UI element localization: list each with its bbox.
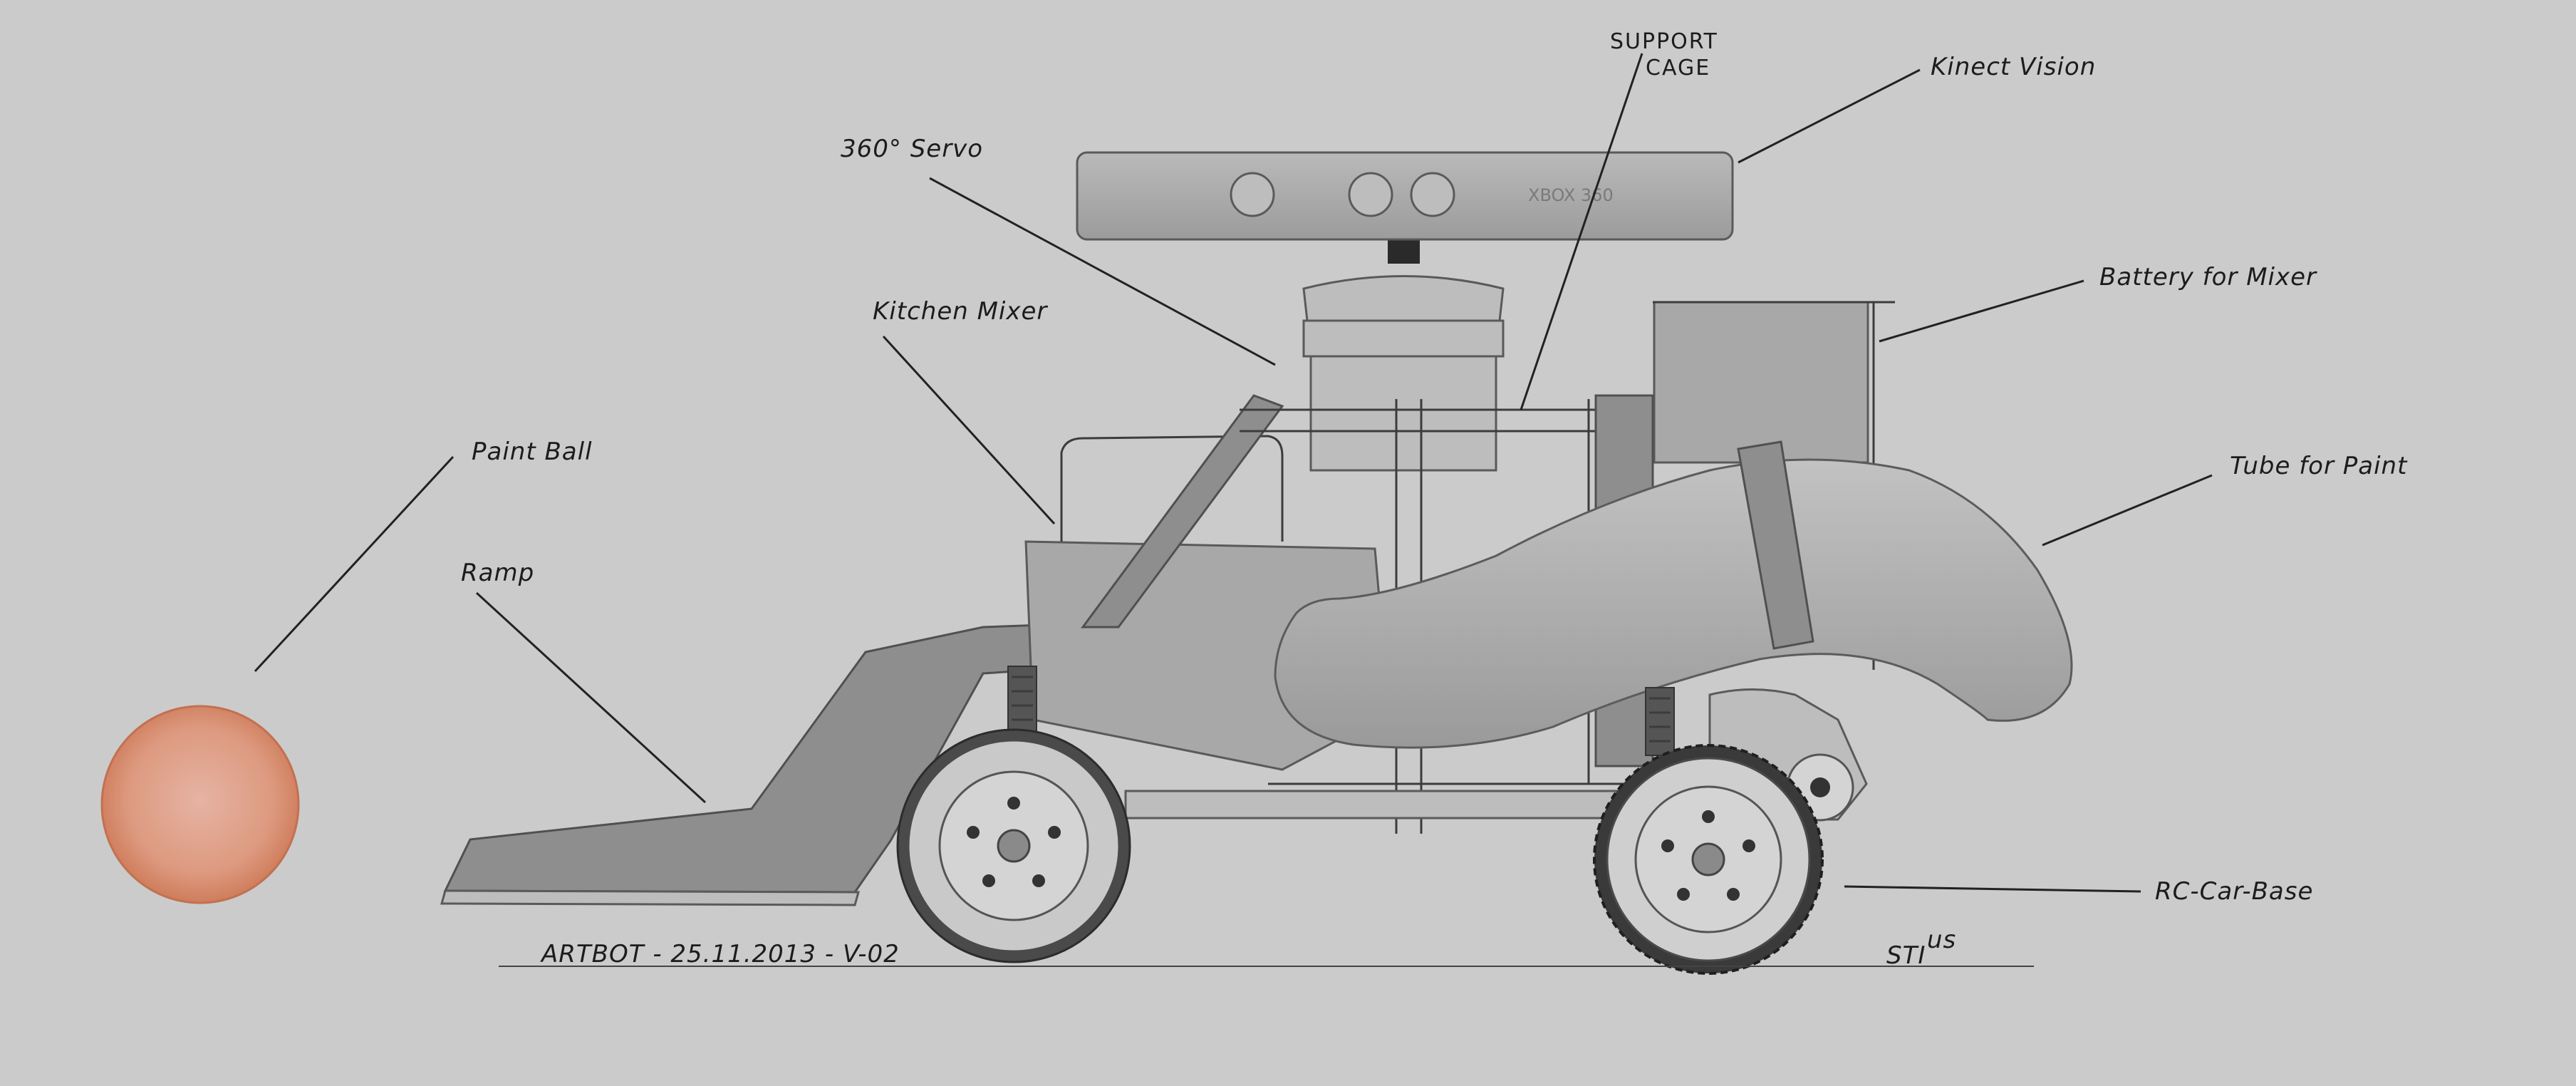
artist-signature-superscript: us	[1927, 926, 1956, 954]
artist-signature: STI	[1886, 941, 1926, 970]
tube-strap	[1737, 440, 1814, 650]
rear-wheel	[1593, 744, 1824, 975]
mixer-battery	[1653, 301, 1869, 464]
kinect-lens-center	[1348, 172, 1393, 217]
label-360-servo: 360° Servo	[841, 135, 983, 163]
label-rc-car-base: RC-Car-Base	[2155, 877, 2313, 906]
front-wheel	[896, 728, 1131, 963]
leader-battery	[1879, 279, 2084, 343]
label-tube-for-paint: Tube for Paint	[2230, 452, 2408, 480]
leader-kitchen-mixer	[882, 335, 1056, 525]
kinect-brand-text: XBOX 360	[1528, 185, 1614, 205]
leader-360-servo	[929, 177, 1276, 366]
label-support-cage-line1: SUPPORT	[1610, 29, 1718, 54]
mixer-handle	[1060, 435, 1284, 542]
leader-ramp	[475, 591, 707, 804]
label-ramp: Ramp	[461, 559, 534, 587]
servo-column	[1309, 355, 1497, 472]
kinect-lens-left	[1230, 172, 1275, 217]
kinect-lens-right	[1410, 172, 1455, 217]
front-frame	[1081, 394, 1284, 629]
leader-kinect-vision	[1738, 68, 1921, 164]
paint-ball	[100, 705, 300, 904]
label-battery-for-mixer: Battery for Mixer	[2099, 263, 2317, 291]
front-suspension	[1007, 666, 1037, 735]
label-paint-ball: Paint Ball	[472, 438, 593, 466]
kinect-sensor: XBOX 360	[1076, 151, 1734, 241]
footer-caption: ARTBOT - 25.11.2013 - V-02	[540, 940, 900, 968]
servo-mount	[1302, 275, 1505, 322]
leader-tube-for-paint	[2042, 474, 2213, 547]
leader-support-cage	[1520, 53, 1643, 410]
360-servo	[1302, 319, 1505, 358]
paint-tube	[1274, 458, 2073, 749]
leader-paint-ball	[254, 455, 455, 673]
servo-shaft	[1388, 239, 1420, 264]
label-kitchen-mixer: Kitchen Mixer	[873, 297, 1048, 326]
label-support-cage-line2: CAGE	[1646, 56, 1710, 81]
rear-suspension	[1645, 687, 1675, 756]
label-kinect-vision: Kinect Vision	[1931, 53, 2096, 81]
leader-rc-car-base	[1844, 885, 2141, 893]
ramp-plate	[440, 889, 860, 906]
